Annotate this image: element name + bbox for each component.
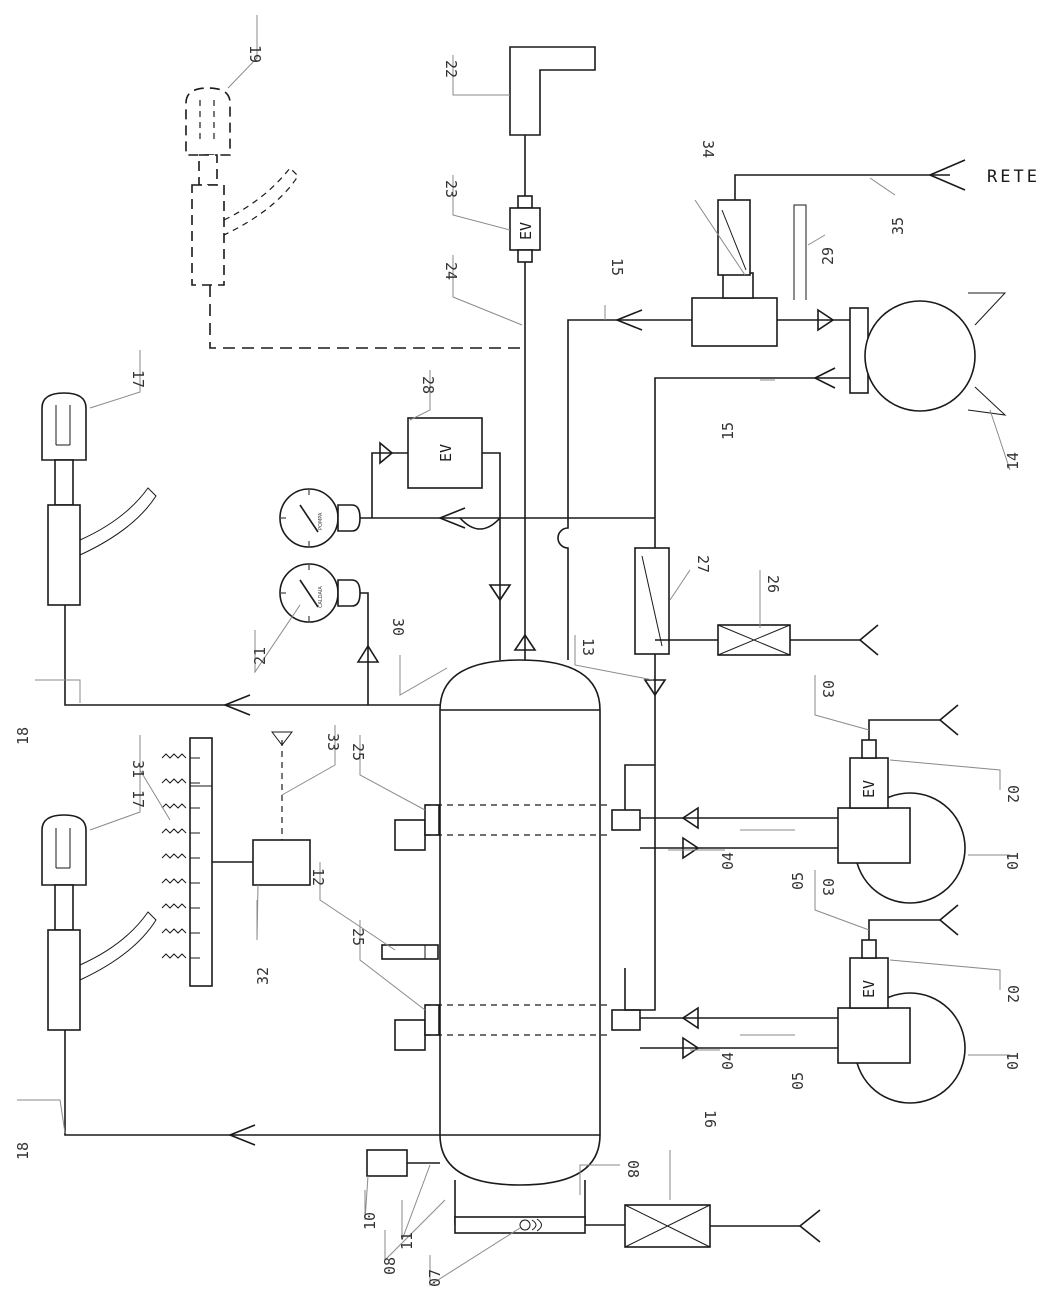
label-02-lower: 02 xyxy=(1004,985,1022,1003)
label-30: 30 xyxy=(389,618,407,636)
label-25-upper: 25 xyxy=(349,743,367,761)
label-28: 28 xyxy=(419,376,437,394)
label-24: 24 xyxy=(442,262,460,280)
label-17-lower: 17 xyxy=(129,790,147,808)
label-16: 16 xyxy=(701,1110,719,1128)
brew-group-lower: EV xyxy=(640,904,966,1104)
dispensing-group-upper xyxy=(41,392,157,606)
label-04-upper: 04 xyxy=(719,852,737,870)
label-12: 12 xyxy=(309,868,327,886)
pump-pipe-15-lower xyxy=(624,367,850,1011)
valve-02-upper-text: EV xyxy=(860,780,878,798)
label-03-upper: 03 xyxy=(819,680,837,698)
outlet-pipe-upper xyxy=(64,605,440,716)
label-14: 14 xyxy=(1004,452,1022,470)
label-05-lower: 05 xyxy=(789,1072,807,1090)
part-number-labels: 19 17 18 17 31 18 22 23 24 28 21 30 25 3… xyxy=(14,45,1022,1287)
mains-label: RETE xyxy=(987,167,1040,187)
label-31: 31 xyxy=(129,760,147,778)
valve-box-26 xyxy=(655,624,879,656)
brew-group-upper: EV xyxy=(640,704,966,904)
label-11: 11 xyxy=(398,1232,416,1250)
label-19: 19 xyxy=(246,45,264,63)
label-15-lower: 15 xyxy=(719,422,737,440)
outlet-pipe-lower xyxy=(64,1030,440,1146)
drain-box xyxy=(624,1204,821,1248)
label-08-left: 08 xyxy=(381,1257,399,1275)
drain-assembly xyxy=(454,1180,625,1234)
heat-exchanger-upper xyxy=(394,804,641,851)
label-08-right: 08 xyxy=(624,1160,642,1178)
solenoid-valve-28: EV xyxy=(371,417,501,518)
label-17-upper: 17 xyxy=(129,370,147,388)
steam-pipe xyxy=(488,260,537,660)
label-10: 10 xyxy=(361,1212,379,1230)
label-22: 22 xyxy=(442,60,460,78)
label-23: 23 xyxy=(442,180,460,198)
steam-wand-22 xyxy=(509,46,596,136)
boiler-pressure-gauge: CALDAIA xyxy=(279,563,380,705)
label-03-lower: 03 xyxy=(819,878,837,896)
label-07: 07 xyxy=(426,1269,444,1287)
dispensing-group-optional xyxy=(185,87,525,349)
level-probe xyxy=(381,944,439,960)
label-26: 26 xyxy=(764,575,782,593)
pressure-switch xyxy=(366,1149,408,1177)
control-unit xyxy=(212,731,311,886)
gauge-boiler-text: CALDAIA xyxy=(318,586,324,608)
label-15-upper: 15 xyxy=(608,258,626,276)
pump-assembly xyxy=(691,159,1007,416)
pipe-crossing xyxy=(459,517,501,530)
label-01-upper: 01 xyxy=(1004,852,1022,870)
heat-exchanger-lower xyxy=(394,1004,641,1051)
label-34: 34 xyxy=(699,140,717,158)
label-21: 21 xyxy=(251,647,269,665)
filter-27 xyxy=(634,547,670,655)
boiler-tank xyxy=(439,659,601,1186)
label-32: 32 xyxy=(254,967,272,985)
solenoid-valve-23: EV xyxy=(509,135,541,263)
label-18-upper: 18 xyxy=(14,727,32,745)
label-35: 35 xyxy=(889,217,907,235)
label-01-lower: 01 xyxy=(1004,1052,1022,1070)
label-05-upper: 05 xyxy=(789,872,807,890)
label-25-lower: 25 xyxy=(349,928,367,946)
label-02-upper: 02 xyxy=(1004,785,1022,803)
leader-lines xyxy=(17,15,1011,1286)
valve-23-text: EV xyxy=(517,222,535,240)
gauge-pump-text: POMPA xyxy=(318,512,324,530)
valve-28-text: EV xyxy=(437,444,455,462)
dispensing-group-lower xyxy=(41,814,157,1031)
pump-pressure-gauge: POMPA xyxy=(279,488,655,548)
label-18-lower: 18 xyxy=(14,1142,32,1160)
cup-warmer xyxy=(161,737,213,987)
label-33: 33 xyxy=(324,733,342,751)
valve-02-lower-text: EV xyxy=(860,980,878,998)
label-27: 27 xyxy=(694,555,712,573)
label-04-lower: 04 xyxy=(719,1052,737,1070)
label-29: 29 xyxy=(819,247,837,265)
pump-pipe-15-upper xyxy=(557,309,692,660)
label-13: 13 xyxy=(579,638,597,656)
